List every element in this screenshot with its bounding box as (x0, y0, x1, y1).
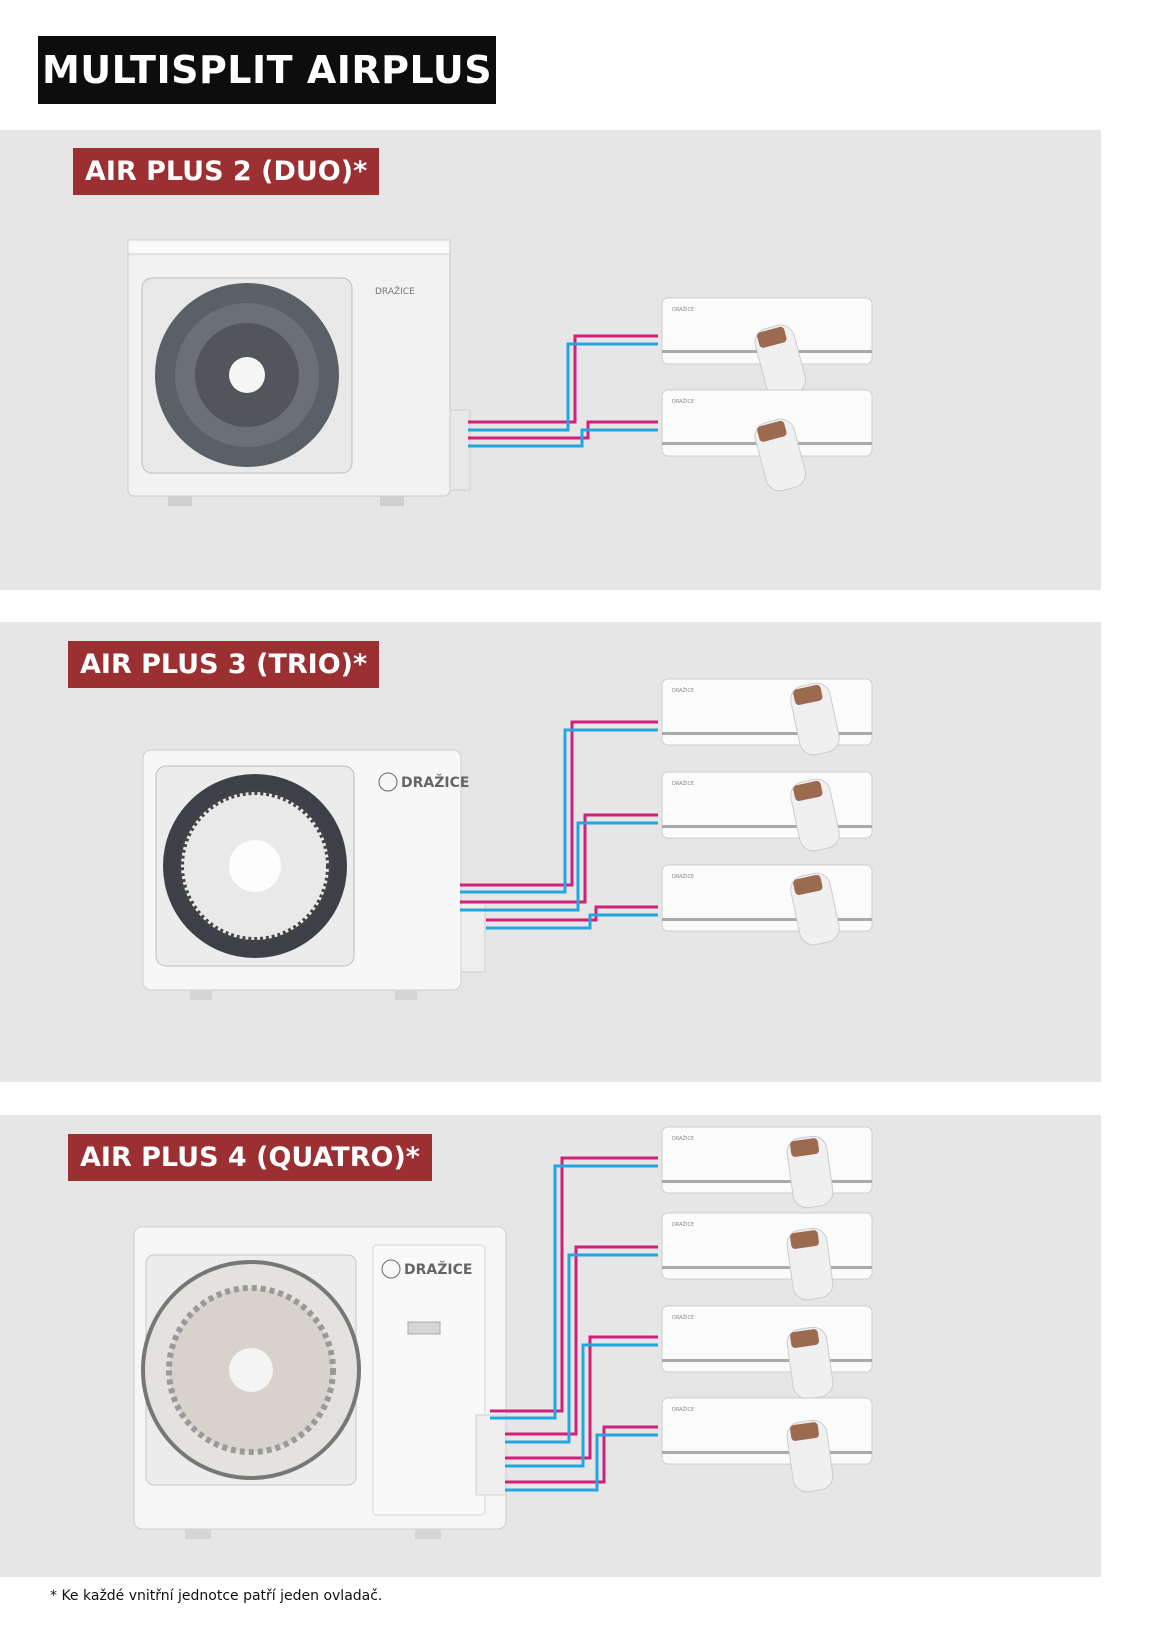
pipes-quatro (490, 1156, 658, 1492)
section-trio: AIR PLUS 3 (TRIO)* DRAŽICE DRAŽICE (0, 622, 1101, 1082)
section-quatro: AIR PLUS 4 (QUATRO)* DRAŽICE (0, 1115, 1101, 1577)
svg-text:DRAŽICE: DRAŽICE (672, 397, 694, 405)
pipes-duo (468, 334, 658, 448)
brand-label-trio: DRAŽICE (401, 774, 469, 791)
pipes-trio (460, 720, 658, 930)
indoor-unit-duo-2: DRAŽICE (661, 389, 873, 492)
brand-label-quatro: DRAŽICE (404, 1261, 472, 1278)
svg-text:DRAŽICE: DRAŽICE (672, 872, 694, 880)
quatro-diagram: DRAŽICE DRAŽICE DRAŽICE (133, 1126, 873, 1539)
footnote: * Ke každé vnitřní jednotce patří jeden … (50, 1588, 383, 1604)
indoor-unit-trio-2: DRAŽICE (661, 771, 873, 852)
section-label-duo: AIR PLUS 2 (DUO)* (73, 148, 380, 195)
svg-text:DRAŽICE: DRAŽICE (672, 1134, 694, 1142)
page-title: MULTISPLIT AIRPLUS (38, 36, 496, 104)
svg-text:DRAŽICE: DRAŽICE (672, 1313, 694, 1321)
brand-label-duo: DRAŽICE (375, 285, 415, 297)
svg-text:DRAŽICE: DRAŽICE (672, 779, 694, 787)
section-label-trio: AIR PLUS 3 (TRIO)* (68, 641, 380, 688)
indoor-unit-quatro-2: DRAŽICE (661, 1212, 873, 1301)
svg-text:DRAŽICE: DRAŽICE (672, 1220, 694, 1228)
svg-text:DRAŽICE: DRAŽICE (672, 1405, 694, 1413)
duo-diagram: DRAŽICE DRAŽICE DRAŽICE (127, 239, 873, 506)
section-duo: AIR PLUS 2 (DUO)* DRAŽICE DRAŽICE (0, 130, 1101, 590)
outdoor-unit-trio: DRAŽICE (142, 749, 486, 1000)
svg-text:DRAŽICE: DRAŽICE (672, 305, 694, 313)
indoor-unit-trio-1: DRAŽICE (661, 678, 873, 756)
indoor-unit-trio-3: DRAŽICE (661, 864, 873, 946)
indoor-unit-quatro-1: DRAŽICE (661, 1126, 873, 1209)
indoor-unit-quatro-4: DRAŽICE (661, 1397, 873, 1493)
indoor-unit-duo-1: DRAŽICE (661, 297, 873, 398)
outdoor-unit-quatro: DRAŽICE (133, 1226, 507, 1539)
svg-text:DRAŽICE: DRAŽICE (672, 686, 694, 694)
outdoor-unit-duo: DRAŽICE (127, 239, 471, 506)
indoor-unit-quatro-3: DRAŽICE (661, 1305, 873, 1400)
section-label-quatro: AIR PLUS 4 (QUATRO)* (68, 1134, 432, 1181)
trio-diagram: DRAŽICE DRAŽICE DRAŽICE (142, 678, 873, 1000)
